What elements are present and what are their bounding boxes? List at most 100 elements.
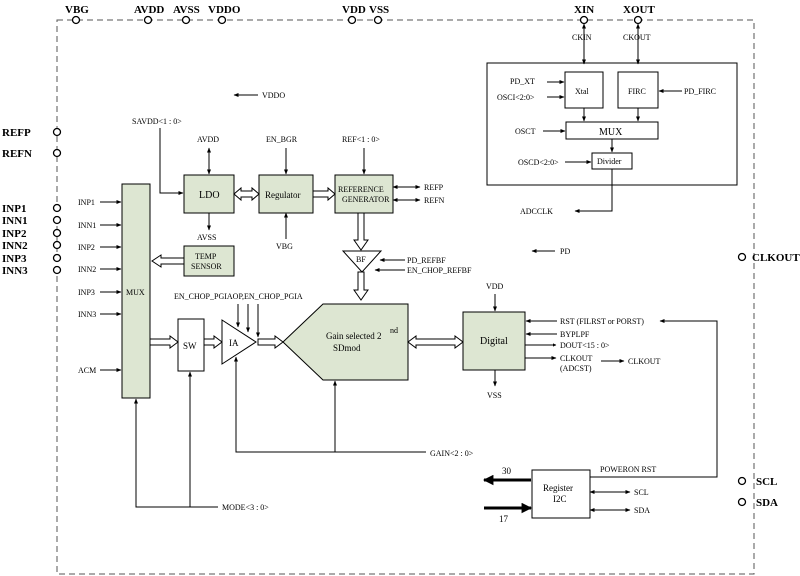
pin-vdd[interactable]	[347, 15, 357, 25]
pin-refn-label: REFN	[2, 148, 32, 160]
register-label: Register	[543, 483, 573, 493]
bus-17-label: 17	[499, 514, 509, 524]
gain-label: GAIN<2 : 0>	[430, 449, 474, 458]
pin-sda[interactable]	[737, 497, 747, 507]
poweron-rst-loop	[641, 319, 718, 478]
pin-sda-label: SDA	[756, 497, 778, 509]
firc-block[interactable]	[617, 71, 659, 109]
digital-vss-label: VSS	[487, 391, 502, 400]
digital-block[interactable]	[462, 311, 526, 371]
mux-in-inp2: INP2	[78, 243, 95, 252]
sdmod-digital-bus	[407, 335, 464, 349]
digital-vdd-label: VDD	[486, 282, 504, 291]
ldo-avss-label: AVSS	[197, 233, 216, 242]
pin-inp1[interactable]	[52, 203, 62, 213]
right-pins: CLKOUT SCL SDA	[737, 252, 800, 509]
pin-scl-label: SCL	[756, 476, 777, 488]
pin-inn2[interactable]	[52, 240, 62, 250]
mux-in-inp1: INP1	[78, 198, 95, 207]
pin-avss[interactable]	[181, 15, 191, 25]
refp-out-label: REFP	[424, 183, 444, 192]
reg-scl-label: SCL	[634, 488, 649, 497]
sdmod-label-1: Gain selected 2	[326, 331, 381, 341]
pin-vss-label: VSS	[369, 4, 389, 16]
sw-block[interactable]	[177, 318, 205, 372]
pin-xout-label: XOUT	[623, 4, 655, 16]
pin-inn3[interactable]	[52, 265, 62, 275]
mode-label: MODE<3 : 0>	[222, 503, 269, 512]
pin-xin[interactable]	[579, 15, 589, 25]
pin-refn[interactable]	[52, 148, 62, 158]
ldo-avdd-label: AVDD	[197, 135, 219, 144]
pin-avdd[interactable]	[143, 15, 153, 25]
i2c-label: I2C	[553, 494, 567, 504]
ckin-label: CKIN	[572, 33, 592, 42]
pin-vbg[interactable]	[71, 15, 81, 25]
bus-30-label: 30	[502, 466, 512, 476]
regulator-block[interactable]	[258, 174, 314, 214]
pin-inp1-label: INP1	[2, 203, 26, 215]
pin-scl[interactable]	[737, 476, 747, 486]
pin-inn1-label: INN1	[2, 215, 28, 227]
temp-label-1: TEMP	[195, 252, 217, 261]
savdd-label: SAVDD<1 : 0>	[132, 117, 182, 126]
rst-label: RST (FILRST or PORST)	[560, 317, 644, 326]
mux-block[interactable]	[121, 183, 151, 399]
pin-inp3[interactable]	[52, 253, 62, 263]
adcst-label: (ADCST)	[560, 364, 592, 373]
temp-mux-bus	[151, 254, 185, 268]
firc-label: FIRC	[628, 87, 646, 96]
mux-clock-label: MUX	[599, 127, 623, 138]
ref-sel-label: REF<1 : 0>	[342, 135, 380, 144]
en-chop-refbf-label: EN_CHOP_REFBF	[407, 266, 472, 275]
pd-xt-label: PD_XT	[510, 77, 535, 86]
pd-firc-label: PD_FIRC	[684, 87, 716, 96]
regulator-refgen-bus	[312, 186, 336, 202]
ldo-label: LDO	[199, 190, 220, 201]
pd-label: PD	[560, 247, 570, 256]
divider-label: Divider	[597, 157, 622, 166]
ia-amplifier[interactable]	[221, 319, 257, 365]
mux-inputs: INP1 INN1 INP2 INN2 INP3 INN3 ACM	[78, 198, 122, 375]
dout-label: DOUT<15 : 0>	[560, 341, 610, 350]
bf-buffer[interactable]	[341, 250, 383, 273]
mux-label: MUX	[126, 288, 145, 297]
sdmod-sup: nd	[390, 326, 398, 335]
sdmod-block[interactable]	[282, 303, 409, 381]
pin-avdd-label: AVDD	[134, 4, 164, 16]
pin-clkout[interactable]	[737, 252, 747, 262]
pin-clkout-label: CLKOUT	[752, 252, 800, 264]
refgen-bf-bus	[353, 212, 369, 251]
vbg-label: VBG	[276, 242, 293, 251]
refn-out-label: REFN	[424, 196, 445, 205]
ldo-block[interactable]	[183, 174, 235, 214]
pin-vss[interactable]	[373, 15, 383, 25]
pin-inn1[interactable]	[52, 215, 62, 225]
pin-vddo[interactable]	[217, 15, 227, 25]
vddo-label: VDDO	[262, 91, 285, 100]
en-bgr-label: EN_BGR	[266, 135, 298, 144]
refgen-block[interactable]	[334, 174, 394, 214]
sw-label: SW	[183, 341, 197, 351]
bf-sdmod-bus	[353, 271, 369, 301]
pin-inp2[interactable]	[52, 228, 62, 238]
sdmod-label-2: SDmod	[333, 343, 361, 353]
sw-ia-bus	[203, 335, 223, 349]
ia-sdmod-bus	[257, 335, 284, 349]
pin-avss-label: AVSS	[173, 4, 200, 16]
mux-in-inn2: INN2	[78, 265, 96, 274]
refgen-label-2: GENERATOR	[342, 195, 390, 204]
xtal-label: Xtal	[575, 87, 590, 96]
top-pins: VBG AVDD AVSS VDDO VDD VSS XIN XOUT	[65, 4, 655, 25]
pin-xout[interactable]	[633, 15, 643, 25]
pin-vddo-label: VDDO	[208, 4, 241, 16]
mux-in-inn3: INN3	[78, 310, 96, 319]
temp-label-2: SENSOR	[191, 262, 222, 271]
clkout-label: CLKOUT	[560, 354, 593, 363]
pin-refp[interactable]	[52, 127, 62, 137]
osct-label: OSCT	[515, 127, 536, 136]
pin-inn2-label: INN2	[2, 240, 28, 252]
temp-sensor-block[interactable]	[183, 245, 235, 277]
register-i2c-block[interactable]	[531, 469, 591, 519]
